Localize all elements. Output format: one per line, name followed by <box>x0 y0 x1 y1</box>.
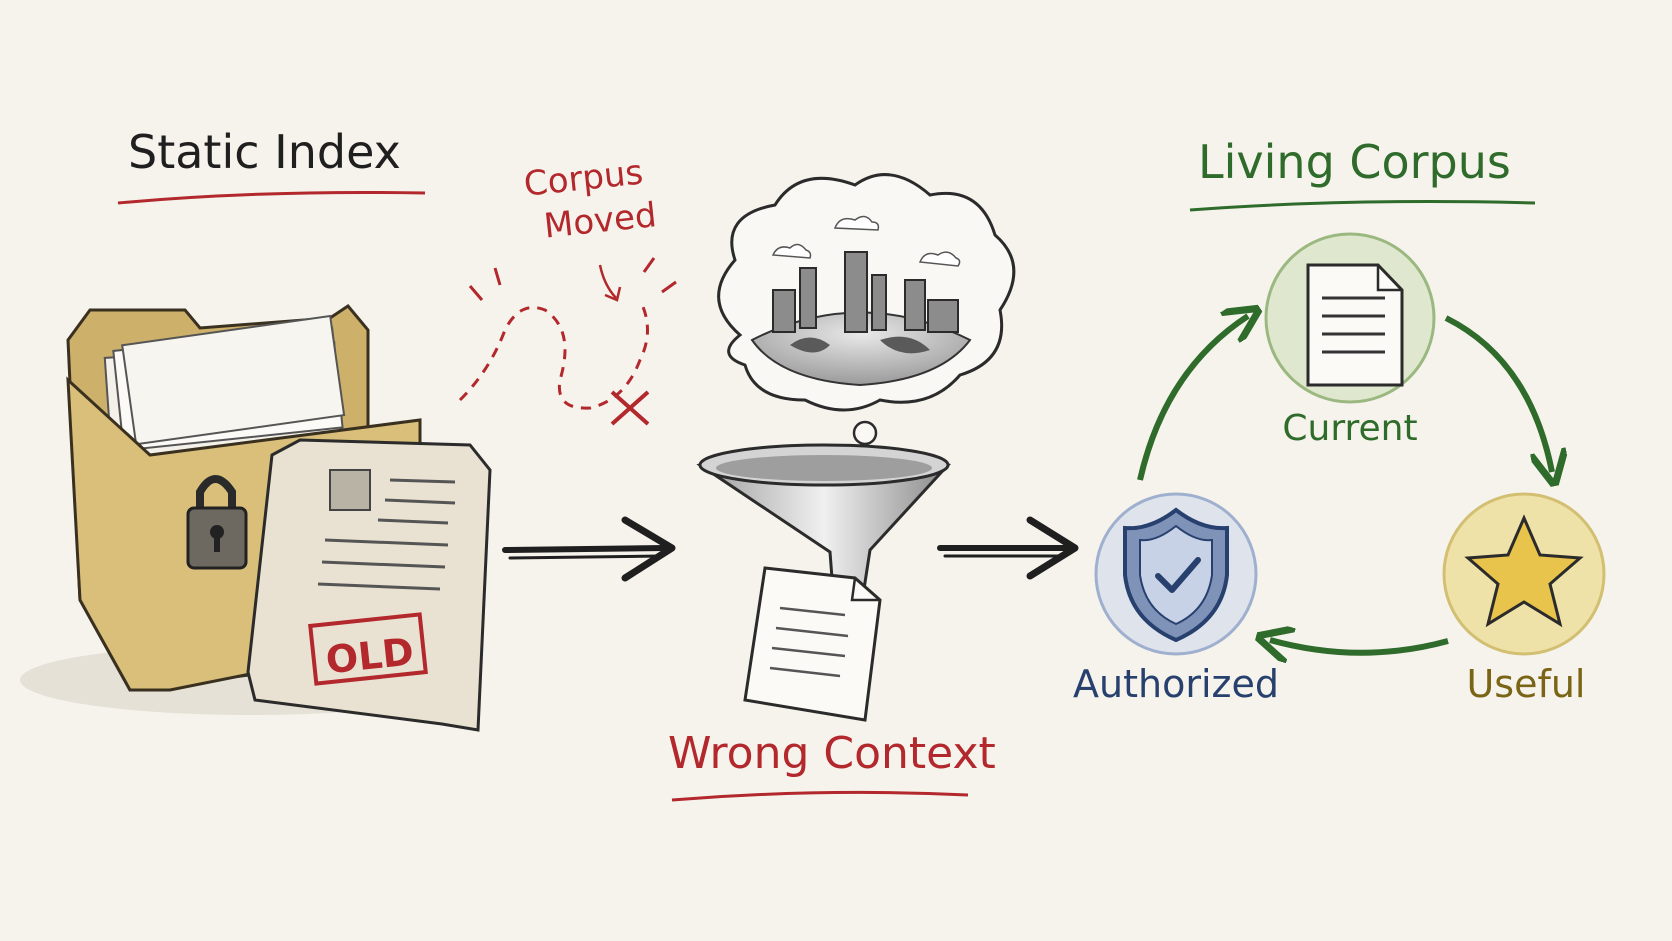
corpus-moved-line2: Moved <box>542 195 658 247</box>
cycle-arrow-current-to-useful <box>1444 315 1552 472</box>
living-corpus-title: Living Corpus <box>1198 135 1511 189</box>
corpus-moved-line1: Corpus <box>522 152 645 204</box>
wrong-context-title: Wrong Context <box>668 728 996 779</box>
x-mark-icon <box>610 390 650 426</box>
funnel-icon <box>696 443 951 620</box>
static-index-title: Static Index <box>128 125 401 179</box>
authorized-label: Authorized <box>1073 662 1279 706</box>
output-document-icon <box>743 566 882 722</box>
old-stamp-label: OLD <box>324 629 416 682</box>
useful-node: Useful <box>1442 492 1606 706</box>
current-node: Current <box>1264 232 1436 449</box>
padlock-icon <box>186 475 248 570</box>
useful-label: Useful <box>1466 662 1585 706</box>
star-icon <box>1464 514 1584 628</box>
alert-ticks-icon <box>468 257 677 301</box>
arrow-to-cycle <box>937 516 1079 580</box>
wrong-context-section: Wrong Context <box>668 173 1016 802</box>
old-document-icon: OLD <box>246 438 492 732</box>
document-icon <box>1306 263 1404 387</box>
wrong-context-underline <box>671 790 969 802</box>
city-skyline-icon <box>772 251 959 333</box>
moved-path-dashed <box>458 299 649 410</box>
pointer-arrowhead-icon <box>604 286 622 302</box>
static-index-underline <box>117 190 426 205</box>
living-corpus-underline <box>1189 200 1536 212</box>
cycle-arrow-authorized-to-current <box>1137 316 1248 481</box>
current-label: Current <box>1282 408 1417 449</box>
thought-cloud-icon <box>717 173 1016 478</box>
corpus-moved-pointer <box>598 264 617 299</box>
living-corpus-section: Living Corpus Current Useful <box>1073 135 1606 706</box>
authorized-node: Authorized <box>1073 492 1279 706</box>
checkmark-icon <box>1155 557 1201 593</box>
arrow-to-funnel <box>502 516 676 582</box>
cycle-arrow-useful-to-authorized <box>1270 640 1449 653</box>
static-index-section: Static Index <box>20 125 677 732</box>
